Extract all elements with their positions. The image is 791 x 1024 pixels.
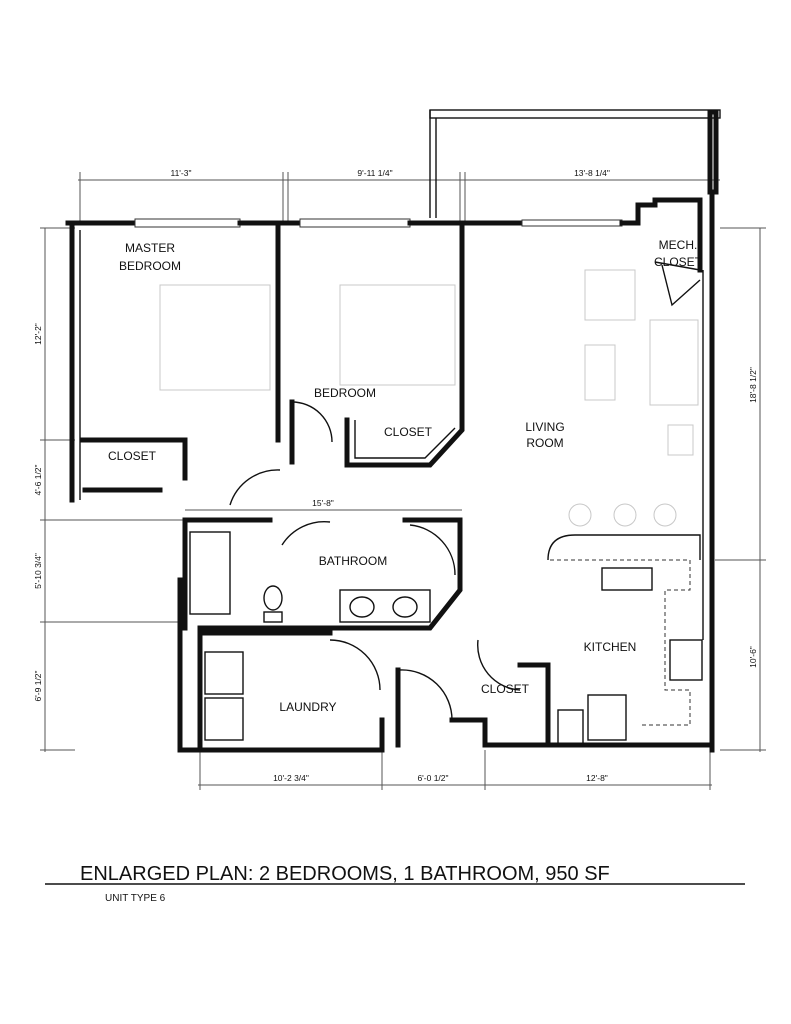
dim-bottom-1: 10'-2 3/4": [273, 773, 309, 783]
furniture: [159, 269, 699, 527]
dimension-lines: [40, 172, 766, 790]
bedroom-closet-label: CLOSET: [384, 425, 433, 439]
bathroom-label: BATHROOM: [319, 554, 387, 568]
laundry-label: LAUNDRY: [279, 700, 336, 714]
bedroom-label: BEDROOM: [314, 386, 376, 400]
dim-left-1: 12'-2": [33, 323, 43, 345]
plan-title: ENLARGED PLAN: 2 BEDROOMS, 1 BATHROOM, 9…: [80, 863, 610, 885]
dim-bathroom-width: 15'-8": [312, 498, 334, 508]
dim-right-2: 10'-6": [748, 646, 758, 668]
living-room-label: LIVING: [525, 420, 564, 434]
master-closet-label: CLOSET: [108, 449, 157, 463]
dim-right-1: 18'-8 1/2": [748, 367, 758, 403]
plan-subtitle: UNIT TYPE 6: [105, 893, 166, 904]
master-bedroom-label: MASTER: [125, 241, 175, 255]
dim-left-2: 4'-6 1/2": [33, 464, 43, 495]
kitchen-label: KITCHEN: [584, 640, 637, 654]
mech-closet-label: MECH.: [659, 238, 698, 252]
kitchen-closet-label: CLOSET: [481, 682, 530, 696]
dimension-labels: 11'-3" 9'-11 1/4" 13'-8 1/4" 12'-2" 4'-6…: [33, 168, 758, 783]
dim-left-3: 5'-10 3/4": [33, 553, 43, 589]
living-room-label-2: ROOM: [526, 436, 563, 450]
dim-top-2: 9'-11 1/4": [357, 168, 392, 178]
room-labels: MASTER BEDROOM BEDROOM CLOSET CLOSET LIV…: [108, 238, 703, 714]
dim-bottom-3: 12'-8": [586, 773, 608, 783]
walls: [65, 109, 721, 753]
dim-top-1: 11'-3": [170, 168, 191, 178]
dim-top-3: 13'-8 1/4": [574, 168, 610, 178]
dim-bottom-2: 6'-0 1/2": [417, 773, 448, 783]
mech-closet-label-2: CLOSET: [654, 255, 703, 269]
master-bedroom-label-2: BEDROOM: [119, 259, 181, 273]
dim-left-4: 6'-9 1/2": [33, 670, 43, 701]
